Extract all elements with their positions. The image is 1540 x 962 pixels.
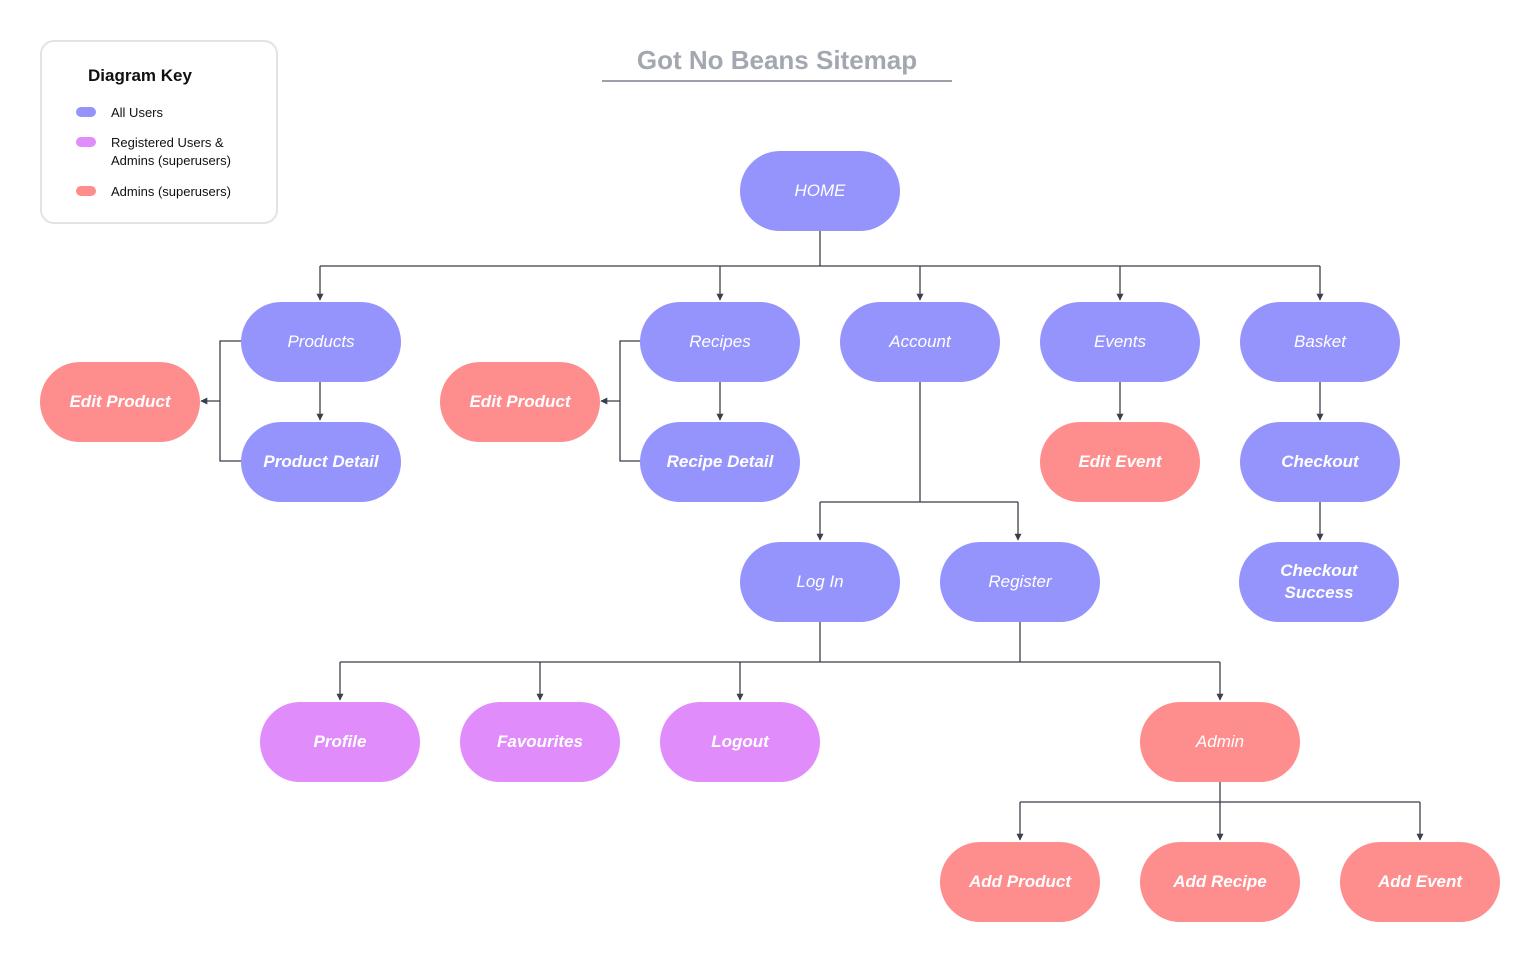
node-register: Register (940, 542, 1100, 622)
node-checkout: Checkout (1240, 422, 1400, 502)
legend-label-all-users: All Users (111, 105, 164, 120)
node-basket: Basket (1240, 302, 1400, 382)
node-recipe-detail: Recipe Detail (640, 422, 800, 502)
node-favourites: Favourites (460, 702, 620, 782)
diagram-key-title: Diagram Key (88, 66, 192, 85)
legend-item-all-users: All Users (76, 104, 251, 122)
node-products: Products (241, 302, 401, 382)
legend-item-registered-users: Registered Users & Admins (superusers) (76, 134, 251, 170)
node-edit-product-recipes: Edit Product (440, 362, 600, 442)
legend-swatch-all-users (76, 107, 96, 117)
node-profile: Profile (260, 702, 420, 782)
legend-item-admins: Admins (superusers) (76, 183, 251, 201)
node-home: HOME (740, 151, 900, 231)
diagram-title: Got No Beans Sitemap (602, 44, 952, 82)
node-events: Events (1040, 302, 1200, 382)
legend-label-registered-users: Registered Users & Admins (superusers) (111, 135, 231, 168)
connector-products-to-edit (219, 340, 242, 462)
node-log-in: Log In (740, 542, 900, 622)
node-add-recipe: Add Recipe (1140, 842, 1300, 922)
node-product-detail: Product Detail (241, 422, 401, 502)
node-edit-product-products: Edit Product (40, 362, 200, 442)
node-add-event: Add Event (1340, 842, 1500, 922)
legend-label-admins: Admins (superusers) (111, 184, 231, 199)
node-checkout-success: Checkout Success (1239, 542, 1399, 622)
connector-recipes-to-edit (619, 340, 642, 462)
diagram-key: Diagram Key All Users Registered Users &… (40, 40, 278, 224)
node-logout: Logout (660, 702, 820, 782)
node-admin: Admin (1140, 702, 1300, 782)
node-add-product: Add Product (940, 842, 1100, 922)
legend-swatch-registered-users (76, 137, 96, 147)
node-account: Account (840, 302, 1000, 382)
node-edit-event: Edit Event (1040, 422, 1200, 502)
node-recipes: Recipes (640, 302, 800, 382)
legend-swatch-admins (76, 186, 96, 196)
